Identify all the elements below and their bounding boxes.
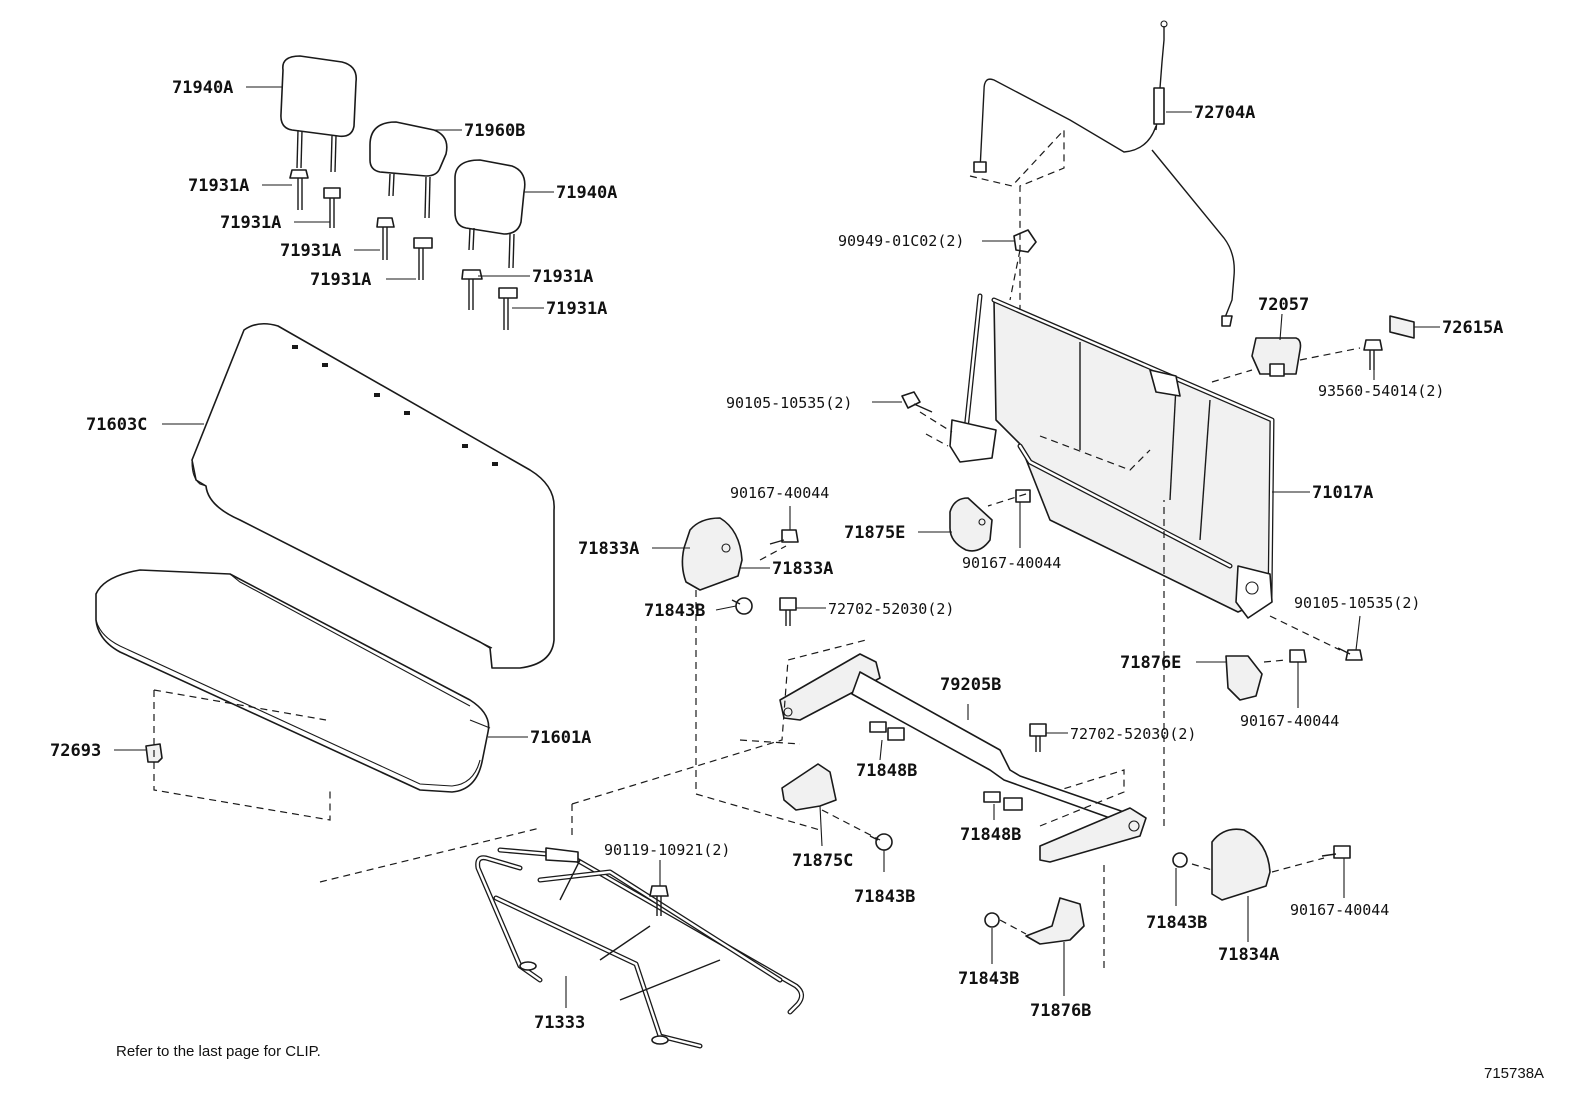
cover-72615A — [1389, 315, 1415, 339]
part-label: 71940A — [556, 183, 617, 203]
part-label: 71843B — [1146, 913, 1207, 933]
part-label: 72693 — [50, 741, 101, 761]
headrest-guide — [376, 217, 395, 260]
bolt-90167-b — [769, 529, 799, 545]
part-label: 71931A — [188, 176, 249, 196]
part-label: 71960B — [464, 121, 525, 141]
footer-note: Refer to the last page for CLIP. — [116, 1043, 321, 1060]
part-label: 90167-40044 — [1240, 712, 1339, 730]
headrest-guide — [323, 187, 341, 228]
part-label: 72702-52030(2) — [1070, 725, 1196, 743]
clip-71843B — [869, 833, 893, 851]
clip-90949 — [1013, 229, 1037, 253]
part-label: 90949-01C02(2) — [838, 232, 964, 250]
part-label: 90119-10921(2) — [604, 841, 730, 859]
part-label: 90105-10535(2) — [726, 394, 852, 412]
headrest-guide — [498, 287, 518, 330]
headrest-center — [369, 121, 448, 219]
hinge-cover-71875E — [949, 497, 993, 552]
part-label: 79205B — [940, 675, 1001, 695]
bolt-90119 — [649, 885, 669, 916]
bolt-90105-lower — [1337, 647, 1363, 661]
clip-71843B — [984, 912, 1000, 928]
bolt-90167-c — [1289, 649, 1307, 663]
part-label: 71843B — [958, 969, 1019, 989]
part-label: 71931A — [220, 213, 281, 233]
part-label: 71834A — [1218, 945, 1279, 965]
part-label: 71940A — [172, 78, 233, 98]
seat-lower-frame — [475, 847, 804, 1049]
headrest-guide — [289, 169, 309, 210]
part-label: 93560-54014(2) — [1318, 382, 1444, 400]
clip-71848B — [869, 721, 905, 741]
part-label: 71931A — [532, 267, 593, 287]
part-label: 90167-40044 — [962, 554, 1061, 572]
part-label: 71848B — [960, 825, 1021, 845]
bolt-72702-b — [1029, 723, 1047, 752]
hinge-bracket-71876B — [1025, 897, 1085, 945]
part-label: 90105-10535(2) — [1294, 594, 1420, 612]
headrest-right — [454, 159, 526, 269]
clip-71843B — [731, 597, 753, 615]
headrest-guide — [461, 269, 483, 310]
part-label: 71601A — [530, 728, 591, 748]
leader-lines — [114, 86, 1440, 1008]
assembly-dashed-lines — [153, 128, 1361, 968]
part-label: 71333 — [534, 1013, 585, 1033]
headrest-left — [280, 55, 358, 173]
part-label: 71843B — [854, 887, 915, 907]
hinge-cover-71875C — [781, 763, 837, 811]
latch-72057 — [1251, 337, 1302, 377]
part-label: 72704A — [1194, 103, 1255, 123]
bolt-90167-a — [1015, 489, 1031, 503]
diagram-code: 715738A — [1484, 1065, 1544, 1082]
part-label: 71876E — [1120, 653, 1181, 673]
bolt-93560 — [1363, 339, 1383, 370]
hinge-cover-71834A — [1211, 828, 1271, 901]
part-label: 72702-52030(2) — [828, 600, 954, 618]
hinge-cover-71833A — [681, 517, 743, 591]
bolt-72702-a — [779, 597, 797, 626]
part-label: 71931A — [280, 241, 341, 261]
bolt-90105-upper — [901, 391, 933, 413]
headrest-guide — [413, 237, 433, 280]
clip-71843B — [1172, 852, 1188, 868]
part-label: 71875C — [792, 851, 853, 871]
release-cable — [973, 20, 1235, 327]
part-label: 90167-40044 — [1290, 901, 1389, 919]
part-label: 71876B — [1030, 1001, 1091, 1021]
part-label: 71848B — [856, 761, 917, 781]
part-label: 72615A — [1442, 318, 1503, 338]
part-label: 71833A — [772, 559, 833, 579]
seatback-frame — [949, 293, 1275, 619]
bolt-90167-d — [1321, 845, 1351, 859]
clip-71848B — [983, 791, 1023, 811]
part-label: 71603C — [86, 415, 147, 435]
part-label: 72057 — [1258, 295, 1309, 315]
part-label: 71931A — [546, 299, 607, 319]
part-label: 71875E — [844, 523, 905, 543]
seat-cushion — [95, 569, 491, 793]
part-label: 71833A — [578, 539, 639, 559]
seat-back-cushion — [191, 322, 555, 669]
part-label: 71931A — [310, 270, 371, 290]
hinge-cover-71876E — [1225, 655, 1263, 701]
part-label: 71017A — [1312, 483, 1373, 503]
part-label: 90167-40044 — [730, 484, 829, 502]
part-label: 71843B — [644, 601, 705, 621]
